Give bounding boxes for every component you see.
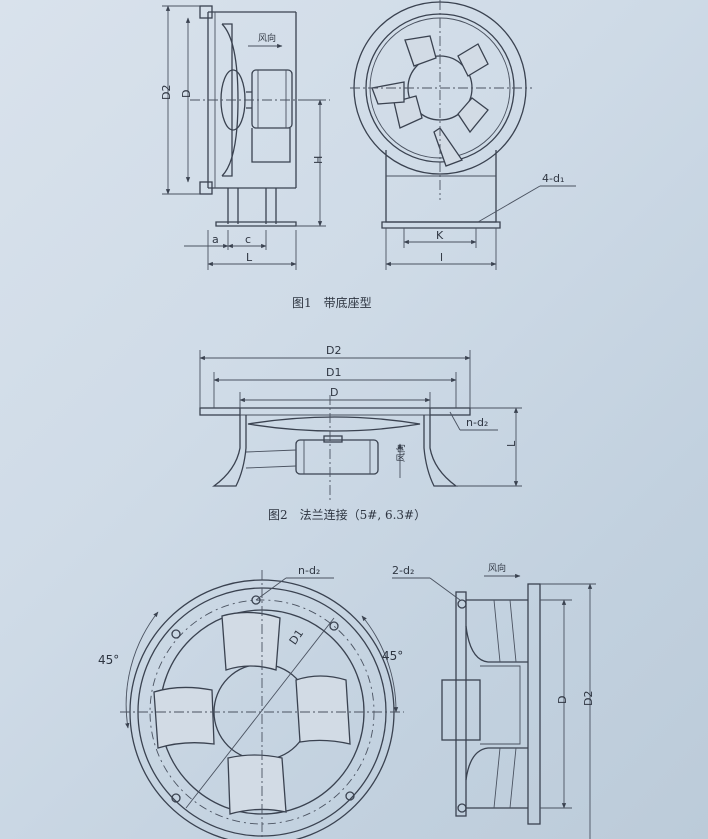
fig2-d2-label: D2 (326, 344, 341, 357)
fig1-a-label: a (212, 233, 219, 246)
fig1-holes-label: 4-d₁ (542, 172, 564, 185)
fig3-d1-label: D1 (287, 627, 307, 647)
fig3-front-view: n-d₂ D1 45° 45° (98, 564, 404, 839)
fig2-flange-view: D2 D1 D n-d₂ L 风向 (199, 344, 522, 500)
fig1-wind-label: 风向 (258, 32, 276, 44)
fig1-caption: 图1 带底座型 (292, 295, 372, 310)
fig2-nd2-label: n-d₂ (466, 416, 488, 429)
fig2-d1-label: D1 (326, 366, 341, 379)
fig1-l-label: L (246, 251, 253, 264)
fig1-front-view: K l 4-d₁ (350, 0, 576, 270)
fig1-k-label: K (436, 229, 444, 242)
fig2-d-label: D (330, 386, 338, 399)
fig1-d2-label: D2 (160, 85, 173, 100)
fig3-angle-right-label: 45° (382, 649, 403, 663)
fig2-l-label: L (505, 440, 518, 447)
fig1-d-label: D (180, 90, 193, 98)
fig2-caption: 图2 法兰连接（5#, 6.3#） (268, 507, 426, 522)
fig3-side-view: 风向 2-d₂ D D2 (392, 562, 596, 839)
fig3-wind-label: 风向 (488, 562, 506, 574)
fig3-d2-label: D2 (582, 691, 595, 706)
fig3-d-label: D (556, 696, 569, 704)
fig1-side-view: 风向 D2 D H a c L (160, 5, 330, 270)
fig3-nd2-label: n-d₂ (298, 564, 320, 577)
fig2-wind-label: 风向 (395, 444, 407, 462)
fig3-angle-left-label: 45° (98, 653, 119, 667)
fig1-l2-label: l (440, 251, 443, 264)
fig3-holes-label: 2-d₂ (392, 564, 414, 577)
fig1-h-label: H (312, 156, 325, 164)
fig1-c-label: c (245, 233, 251, 246)
